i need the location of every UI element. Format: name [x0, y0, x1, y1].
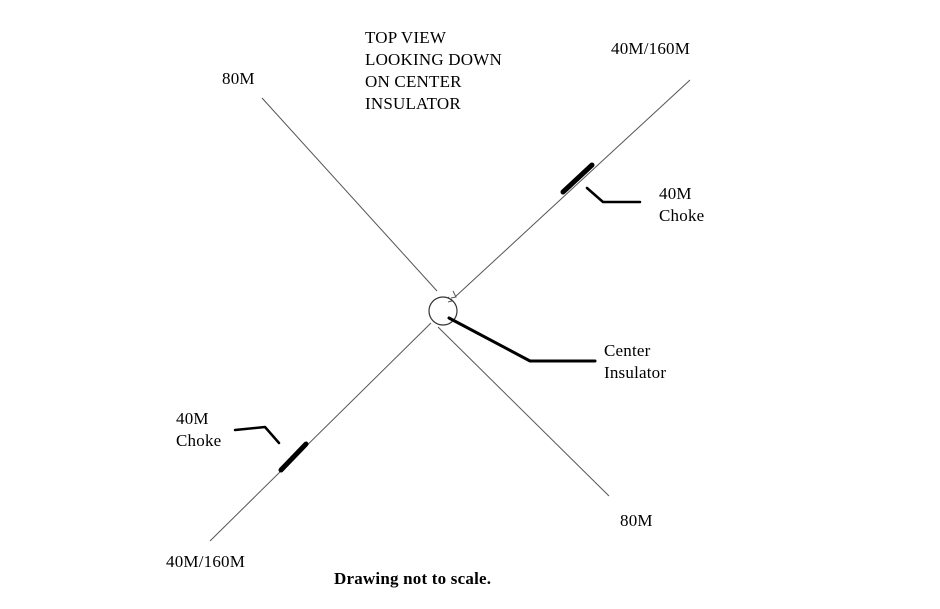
center-insulator-line2: Insulator [604, 363, 667, 382]
wire-40m160m-top-right [454, 79, 691, 298]
wire-80m-top-left [261, 97, 438, 292]
choke-upper-leader [585, 186, 642, 204]
choke-lower-label: 40M Choke [176, 408, 221, 452]
title-line-2: LOOKING DOWN [365, 50, 502, 69]
wire-40m160m-bottom-left [209, 322, 432, 542]
wire-80m-bottom-right [437, 326, 610, 497]
choke-lower-leader [233, 425, 281, 445]
label-40m160m-top-right: 40M/160M [611, 39, 691, 58]
choke-upper-line1: 40M [659, 184, 692, 203]
label-80m-top-left: 80M [222, 69, 255, 88]
title-line-1: TOP VIEW [365, 28, 447, 47]
center-insulator-label: Center Insulator [604, 340, 666, 384]
title-line-3: ON CENTER [365, 72, 462, 91]
choke-upper-mark [560, 162, 595, 195]
footnote: Drawing not to scale. [334, 569, 492, 588]
choke-lower-line1: 40M [176, 409, 209, 428]
wire-end-mark-top-right [450, 290, 457, 299]
choke-upper-label: 40M Choke [659, 183, 704, 227]
choke-upper-line2: Choke [659, 206, 705, 225]
choke-lower-line2: Choke [176, 431, 222, 450]
label-40m160m-bottom-left: 40M/160M [166, 552, 246, 571]
center-insulator-circle [428, 296, 458, 326]
center-insulator-leader [447, 316, 597, 363]
center-insulator-line1: Center [604, 341, 651, 360]
title-line-4: INSULATOR [365, 94, 461, 113]
diagram-title: TOP VIEW LOOKING DOWN ON CENTER INSULATO… [365, 27, 502, 115]
choke-lower-mark [278, 441, 309, 473]
label-80m-bottom-right: 80M [620, 511, 653, 530]
